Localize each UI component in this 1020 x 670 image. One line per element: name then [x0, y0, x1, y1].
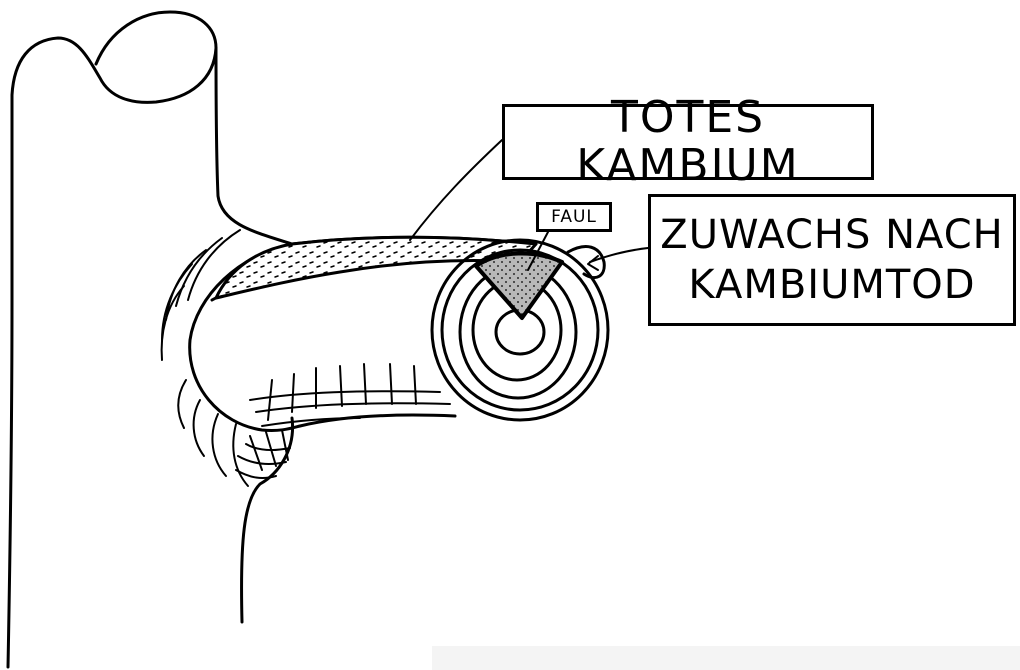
rot-wedge — [476, 253, 562, 318]
rot-label: FAUL — [536, 202, 612, 232]
branch-bottom-edge — [300, 415, 455, 426]
dead-cambium-label: TOTES KAMBIUM — [502, 104, 874, 180]
trunk-outline — [8, 12, 216, 667]
leader-dead-cambium — [410, 140, 502, 240]
underside-fibres — [236, 364, 450, 478]
scan-corner-patch — [432, 646, 1020, 670]
growth-after-cambium-death-label: ZUWACHS NACH KAMBIUMTOD — [648, 194, 1016, 326]
leader-growth-arrow — [588, 256, 598, 270]
trunk-upper-edge — [216, 48, 292, 244]
